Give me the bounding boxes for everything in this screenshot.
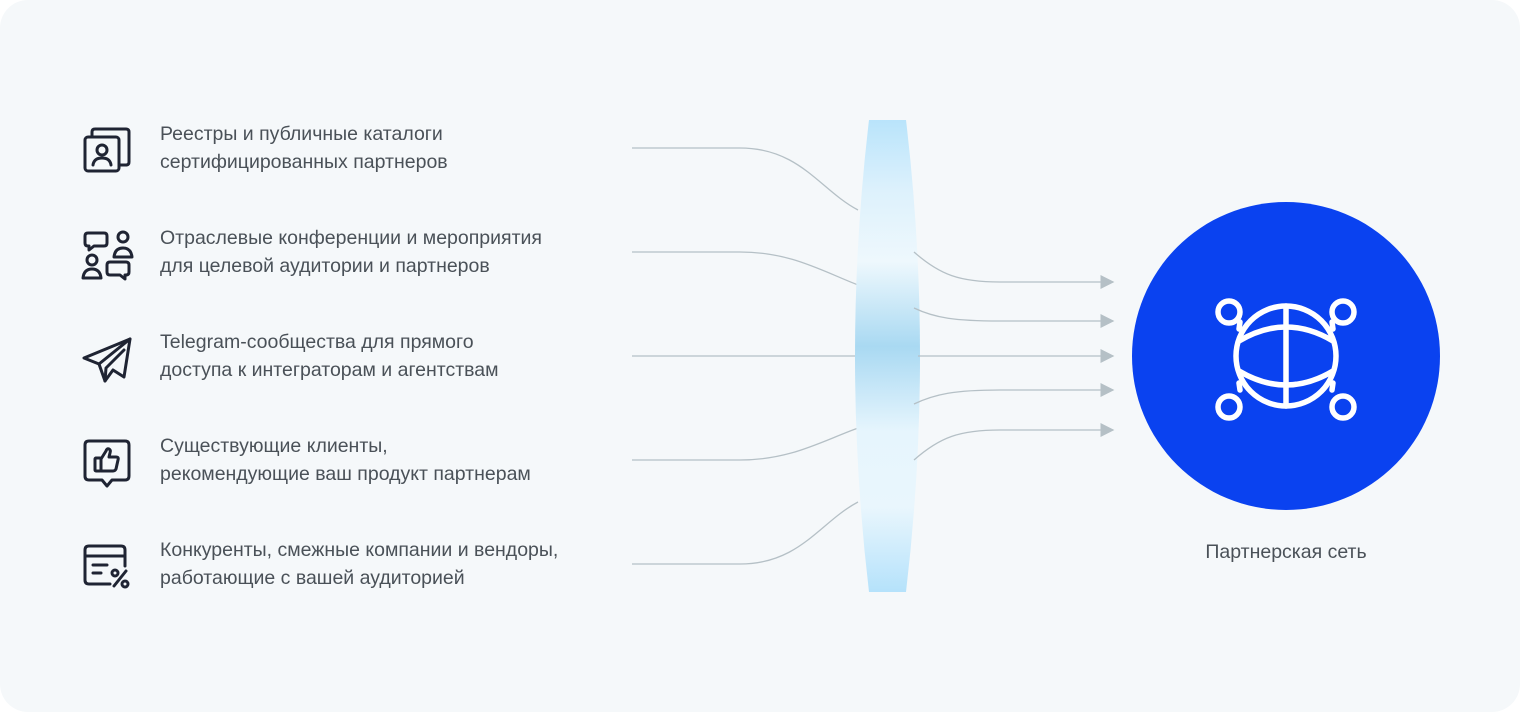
- source-line-1: Отраслевые конференции и мероприятия: [160, 227, 542, 249]
- source-text: Конкуренты, смежные компании и вендоры, …: [160, 536, 640, 592]
- contact-card-stack-icon: [80, 124, 134, 178]
- source-registries: Реестры и публичные каталоги сертифициро…: [80, 120, 640, 180]
- output-arrow-2: [913, 307, 1115, 328]
- source-text: Telegram-сообщества для прямого доступа …: [160, 328, 640, 384]
- source-text: Реестры и публичные каталоги сертифициро…: [160, 120, 640, 176]
- source-competitors: Конкуренты, смежные компании и вендоры, …: [80, 536, 640, 596]
- source-line-1: Существующие клиенты,: [160, 435, 388, 457]
- people-chat-icon: [80, 228, 134, 282]
- source-line-2: сертифицированных партнеров: [160, 151, 448, 173]
- source-line-2: рекомендующие ваш продукт партнерам: [160, 463, 531, 485]
- focus-lens: [855, 120, 920, 592]
- connector-line-5: [632, 501, 859, 565]
- connector-line-1: [632, 147, 859, 211]
- globe-network-icon: [1215, 298, 1357, 421]
- source-line-2: для целевой аудитории и партнеров: [160, 255, 490, 277]
- discount-card-icon: [80, 540, 134, 594]
- partner-network-label: Партнерская сеть: [1205, 541, 1367, 563]
- output-arrow-4: [913, 383, 1115, 405]
- source-telegram: Telegram-сообщества для прямого доступа …: [80, 328, 640, 388]
- output-arrow-1: [913, 251, 1115, 289]
- telegram-icon: [80, 332, 134, 386]
- connector-line-4: [632, 427, 859, 461]
- source-line-1: Реестры и публичные каталоги: [160, 123, 443, 145]
- thumbs-up-icon: [80, 436, 134, 490]
- connector-line-2: [632, 251, 859, 286]
- source-line-2: доступа к интеграторам и агентствам: [160, 359, 499, 381]
- output-arrow-5: [913, 423, 1115, 461]
- source-conferences: Отраслевые конференции и мероприятия для…: [80, 224, 640, 284]
- source-line-1: Telegram-сообщества для прямого: [160, 331, 474, 353]
- source-line-1: Конкуренты, смежные компании и вендоры,: [160, 539, 559, 561]
- source-text: Отраслевые конференции и мероприятия для…: [160, 224, 640, 280]
- source-text: Существующие клиенты, рекомендующие ваш …: [160, 432, 640, 488]
- source-line-2: работающие с вашей аудиторией: [160, 567, 465, 589]
- source-clients: Существующие клиенты, рекомендующие ваш …: [80, 432, 640, 492]
